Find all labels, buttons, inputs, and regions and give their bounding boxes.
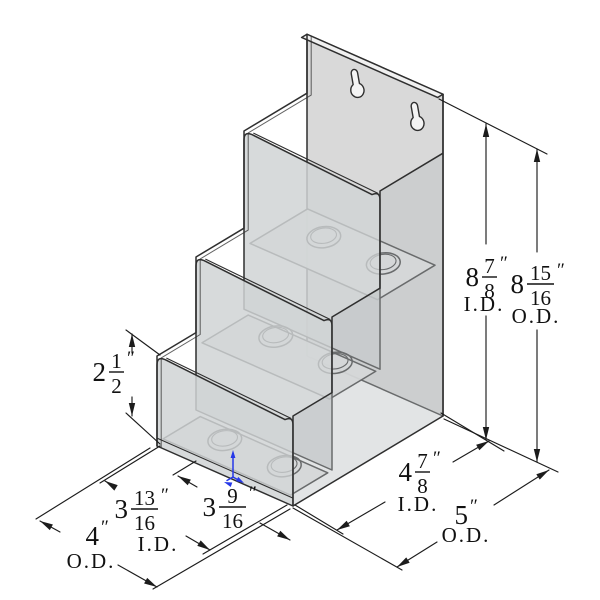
dimension-label-width-od: 4″ <box>86 517 109 551</box>
lip_height-unit: ″ <box>127 348 135 369</box>
depth_id-suffix: I.D. <box>398 492 439 516</box>
lip_height-numerator: 1 <box>111 349 122 373</box>
depth_id-denominator: 8 <box>417 474 428 498</box>
brochure-holder-object <box>156 33 444 507</box>
width_od-unit: ″ <box>101 517 109 538</box>
width_pocket-whole: 3 <box>203 492 217 522</box>
keyhole-slot-left <box>350 68 365 99</box>
lip_height-denominator: 2 <box>111 374 122 398</box>
depth_id-numerator: 7 <box>417 449 428 473</box>
width_id-numerator: 13 <box>134 486 155 510</box>
height_od-numerator: 15 <box>530 261 551 285</box>
width_id-unit: ″ <box>161 485 169 506</box>
height_id-unit: ″ <box>500 253 508 274</box>
keyhole-slot-right <box>410 101 425 132</box>
right-side-wall <box>292 93 444 507</box>
width_od-whole: 4 <box>86 521 100 551</box>
depth_od-whole: 5 <box>455 500 469 530</box>
height_id-numerator: 7 <box>484 254 495 278</box>
height_id-whole: 8 <box>466 262 480 292</box>
width_pocket-denominator: 16 <box>222 509 243 533</box>
width_pocket-unit: ″ <box>249 483 257 504</box>
height_od-unit: ″ <box>557 260 565 281</box>
left-side-wall <box>156 33 308 447</box>
depth_od-suffix: O.D. <box>442 523 491 547</box>
height_od-denominator: 16 <box>530 286 551 310</box>
height_od-whole: 8 <box>511 269 525 299</box>
dimension-lines <box>35 98 559 590</box>
width_od-suffix: O.D. <box>67 549 116 573</box>
width_id-whole: 3 <box>115 494 129 524</box>
depth_id-whole: 4 <box>399 457 413 487</box>
lip_height-whole: 2 <box>93 357 107 387</box>
depth_id-unit: ″ <box>433 448 441 469</box>
origin-axes-marker <box>224 450 244 487</box>
width_pocket-numerator: 9 <box>227 484 238 508</box>
height_id-suffix: I.D. <box>464 292 505 316</box>
depth_od-unit: ″ <box>470 496 478 517</box>
width_id-denominator: 16 <box>134 511 155 535</box>
dimension-label-depth-od: 5″ <box>455 496 478 530</box>
height_id-denominator: 8 <box>484 279 495 303</box>
tier-bottom <box>156 357 329 507</box>
width_id-suffix: I.D. <box>138 532 179 556</box>
height_od-suffix: O.D. <box>512 304 561 328</box>
